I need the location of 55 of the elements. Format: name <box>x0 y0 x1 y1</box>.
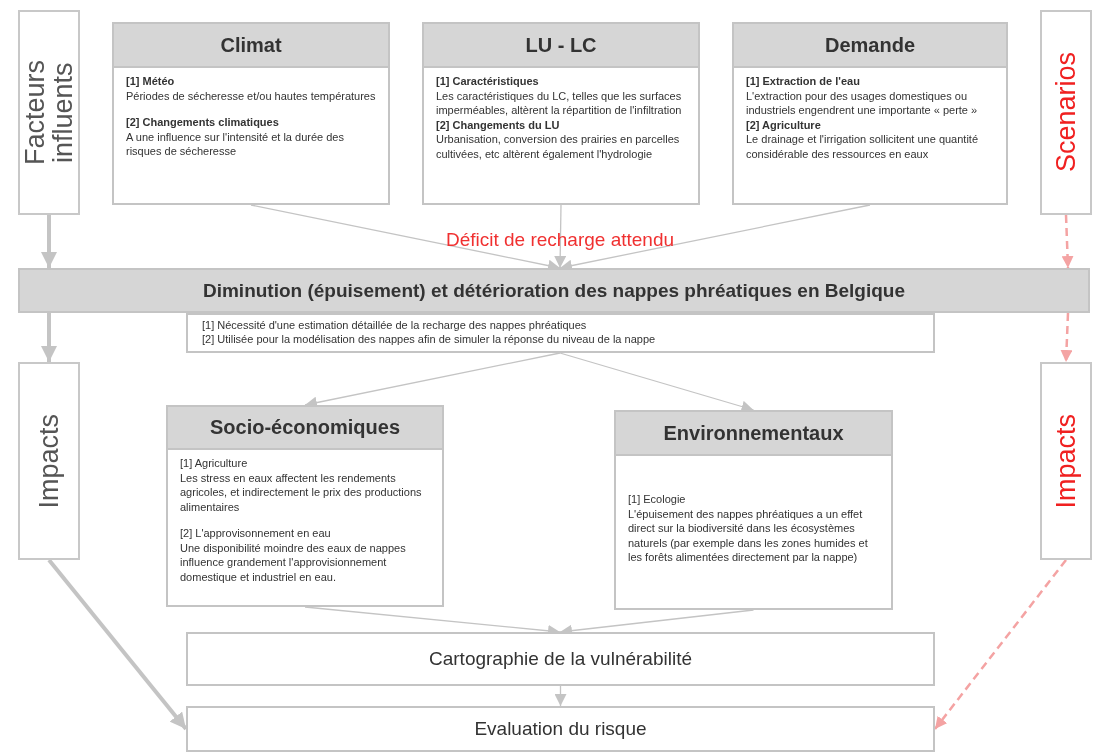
side-label-box <box>18 10 80 215</box>
arrow <box>41 215 57 268</box>
item-heading: [2] Changements climatiques <box>126 115 280 130</box>
item-heading: [1] Ecologie <box>628 492 687 507</box>
card-title: LU - LC <box>424 24 698 68</box>
item-heading: [2] Changements du LU <box>436 117 561 133</box>
item-heading: [2] L'approvisonnement en eau <box>180 526 332 541</box>
side-label: Scenarios <box>1051 52 1081 173</box>
arrow <box>554 685 567 707</box>
factor-card <box>112 22 390 205</box>
side-label-box <box>1040 362 1092 560</box>
item-text: L'extraction pour des usages domestiques ou industriels engendrent une importante « perte » <box>746 88 979 118</box>
item-heading: [1] Extraction de l'eau <box>746 74 861 89</box>
card-title: Socio-économiques <box>168 407 442 450</box>
arrow <box>47 558 188 731</box>
annotation-text: Déficit de recharge attendu <box>445 229 675 251</box>
side-label: Impacts <box>1051 413 1081 509</box>
item-text: Urbanisation, conversion des prairies en parcelles cultivées, etc altèrent également l'hydrologie <box>436 132 681 162</box>
item-heading: [2] Agriculture <box>746 117 822 133</box>
item-text: L'épuisement des nappes phréatiques a un effet direct sur la biodiversité dans les écosystèmes naturels (par exemple dans les zones humides et les forêts alimentées directement par la nappe) <box>628 506 869 565</box>
card-title: Climat <box>114 24 388 68</box>
process-box <box>186 706 935 752</box>
item-text: Les stress en eaux affectent les rendements agricoles, et indirectement le prix des productions alimentaires <box>180 470 423 515</box>
note-text: [1] Nécessité d'une estimation détaillée de la recharge des nappes phréatiques <box>202 318 588 333</box>
card-title: Demande <box>734 24 1006 68</box>
side-label: Impacts <box>34 413 64 509</box>
side-label-box <box>1040 10 1092 215</box>
arrow <box>559 352 755 413</box>
impact-card <box>614 410 893 610</box>
factor-card <box>732 22 1008 205</box>
factor-card <box>422 22 700 205</box>
main-band <box>18 268 1090 313</box>
arrow <box>554 204 567 269</box>
process-box <box>186 632 935 686</box>
item-text: Périodes de sécheresse et/ou hautes températures <box>126 88 376 104</box>
item-text: A une influence sur l'intensité et la durée des risques de sécheresse <box>126 129 345 159</box>
arrow <box>934 559 1067 730</box>
box-text: Evaluation du risque <box>474 718 647 740</box>
side-label-box <box>18 362 80 560</box>
card-title: Environnementaux <box>616 412 891 456</box>
band-title: Diminution (épuisement) et détérioration des nappes phréatiques en Belgique <box>202 279 905 302</box>
arrow <box>41 313 57 362</box>
item-heading: [1] Agriculture <box>180 456 249 471</box>
item-heading: [1] Météo <box>126 74 176 89</box>
item-heading: [1] Caractéristiques <box>436 74 540 89</box>
arrow <box>1060 312 1073 363</box>
arrow <box>1061 214 1074 269</box>
item-text: Les caractéristiques du LC, telles que les surfaces imperméables, altèrent la répartition de l'infiltration <box>436 88 683 118</box>
side-label: Facteurs influents <box>20 59 78 168</box>
box-text: Cartographie de la vulnérabilité <box>429 648 692 670</box>
impact-card <box>166 405 444 607</box>
item-text: Une disponibilité moindre des eaux de nappes influence grandement l'approvisionnement domestique et industriel en eau. <box>180 540 407 585</box>
note-box <box>186 313 935 353</box>
note-text: [2] Utilisée pour la modélisation des nappes afin de simuler la réponse du niveau de la nappe <box>202 332 657 347</box>
item-text: Le drainage et l'irrigation sollicitent une quantité considérable des ressources en eaux <box>746 132 980 162</box>
